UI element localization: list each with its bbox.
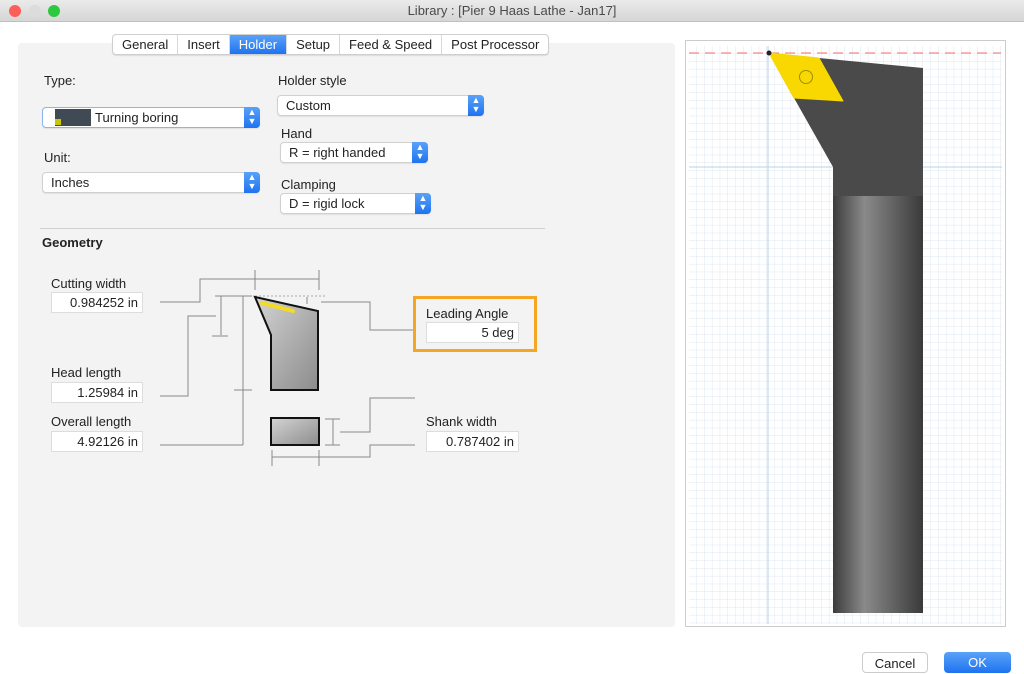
geometry-diagram (160, 270, 415, 466)
tool-preview-canvas (689, 46, 1002, 624)
title-bar: Library : [Pier 9 Haas Lathe - Jan17] (0, 0, 1024, 22)
tab-general[interactable]: General (113, 35, 179, 54)
insert (768, 52, 844, 102)
type-value: Turning boring (95, 110, 179, 125)
minimize-button[interactable] (29, 5, 41, 17)
clamping-value: D = rigid lock (289, 196, 365, 211)
insert-hole (799, 70, 813, 84)
holder-head-shape (253, 295, 319, 391)
cancel-button[interactable]: Cancel (862, 652, 928, 673)
shank-section-shape (270, 417, 320, 446)
chevron-updown-icon: ▲▼ (244, 172, 260, 193)
holder-style-label: Holder style (278, 73, 347, 88)
close-button[interactable] (9, 5, 21, 17)
chevron-updown-icon: ▲▼ (468, 95, 484, 116)
zoom-button[interactable] (48, 5, 60, 17)
divider (40, 228, 545, 229)
tab-post-processor[interactable]: Post Processor (451, 37, 540, 52)
type-select[interactable]: Turning boring ▲▼ (42, 107, 260, 128)
head-length-input[interactable]: 1.25984 in (51, 382, 143, 403)
clamping-label: Clamping (281, 177, 336, 192)
overall-length-label: Overall length (51, 414, 132, 429)
tab-bar: General Insert Holder Setup Feed & Speed… (112, 34, 550, 55)
shank-width-label: Shank width (426, 414, 497, 429)
unit-value: Inches (51, 175, 90, 190)
type-label: Type: (44, 73, 76, 88)
unit-label: Unit: (44, 150, 71, 165)
hand-label: Hand (281, 126, 313, 141)
tab-setup[interactable]: Setup (287, 35, 341, 54)
geometry-heading: Geometry (42, 235, 103, 250)
cutting-width-input[interactable]: 0.984252 in (51, 292, 143, 313)
tab-insert[interactable]: Insert (178, 35, 230, 54)
tab-holder[interactable]: Holder (229, 35, 288, 54)
tab-feed-speed[interactable]: Feed & Speed (340, 35, 443, 54)
head-length-label: Head length (51, 365, 122, 380)
hand-value: R = right handed (289, 145, 386, 160)
holder-style-select[interactable]: Custom ▲▼ (277, 95, 484, 116)
leading-angle-highlight (413, 296, 537, 352)
hand-select[interactable]: R = right handed ▲▼ (280, 142, 428, 163)
holder-style-value: Custom (286, 98, 331, 113)
clamping-select[interactable]: D = rigid lock ▲▼ (280, 193, 431, 214)
chevron-updown-icon: ▲▼ (415, 193, 431, 214)
chevron-updown-icon: ▲▼ (244, 107, 260, 128)
shank-width-input[interactable]: 0.787402 in (426, 431, 519, 452)
leading-angle-label: Leading Angle (426, 306, 509, 321)
leading-angle-input[interactable]: 5 deg (426, 322, 519, 343)
holder-shank (833, 196, 923, 613)
unit-select[interactable]: Inches ▲▼ (42, 172, 260, 193)
turning-boring-icon (55, 109, 91, 126)
overall-length-input[interactable]: 4.92126 in (51, 431, 143, 452)
window-title: Library : [Pier 9 Haas Lathe - Jan17] (407, 3, 617, 18)
chevron-updown-icon: ▲▼ (412, 142, 428, 163)
holder-panel (18, 43, 675, 627)
cutting-width-label: Cutting width (51, 276, 127, 291)
insert-edge (260, 301, 295, 313)
ok-button[interactable]: OK (944, 652, 1011, 673)
tool-tip-point (766, 50, 772, 56)
tool-preview (685, 40, 1006, 627)
